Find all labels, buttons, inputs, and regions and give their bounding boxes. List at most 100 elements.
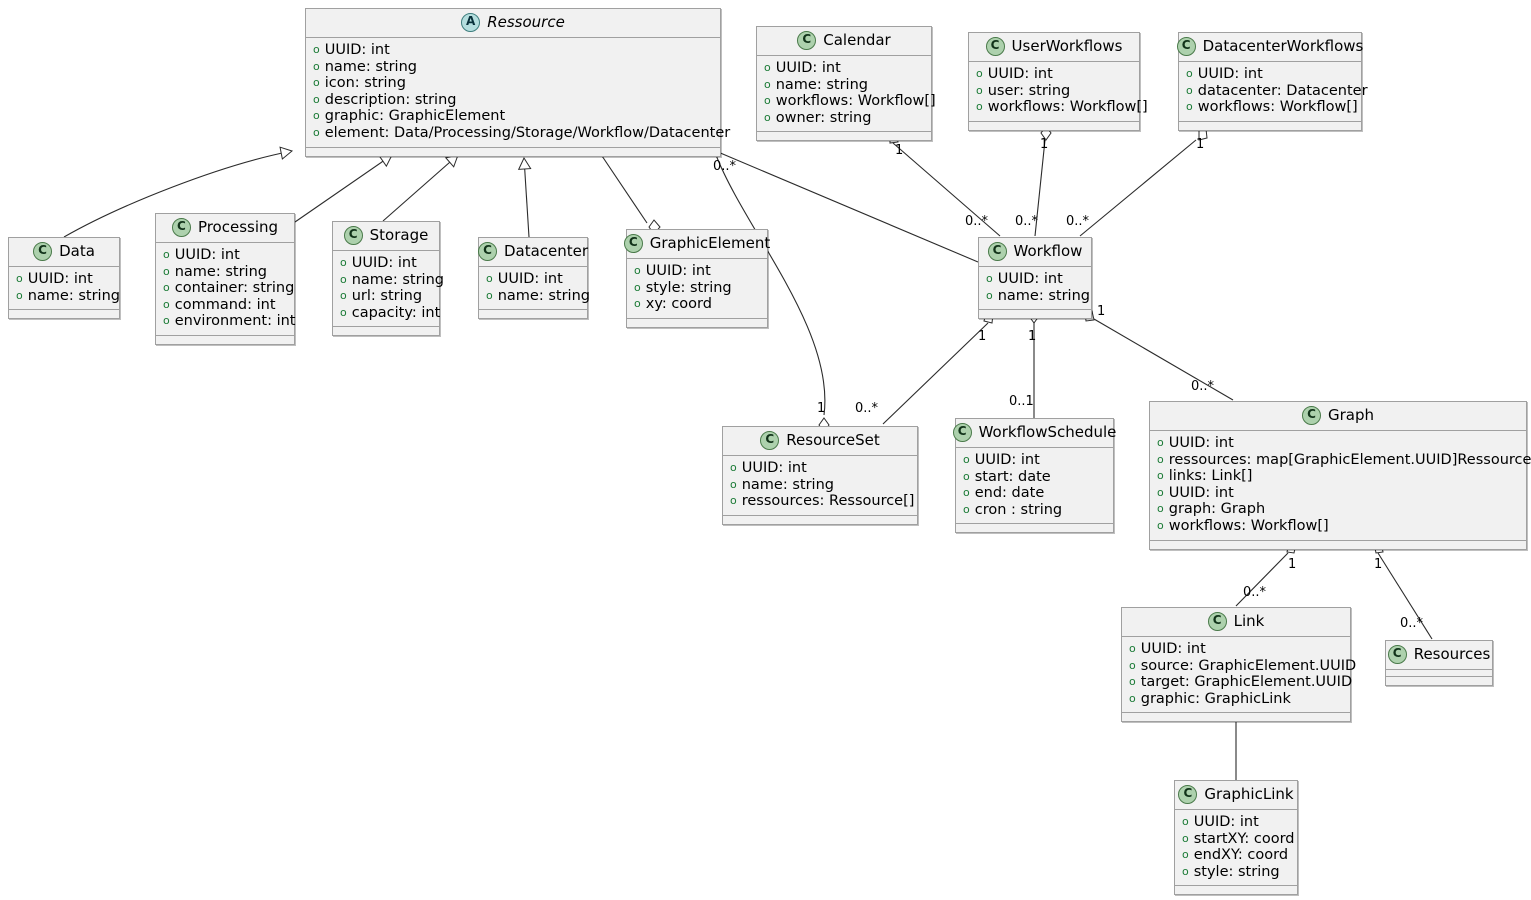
attribute-label: workflows: Workflow[] [1197,99,1358,116]
visibility-public-icon: o [1129,691,1136,705]
attribute-row: o workflows: Workflow[] [1186,99,1358,116]
multiplicity-label-m-dcwf-1: 1 [1196,137,1205,152]
abstract-class-icon: A [461,13,481,32]
visibility-public-icon: o [1182,815,1189,828]
attribute-label: name: string [497,287,590,304]
attribute-label: graphic: GraphicElement [324,108,506,125]
class-name-calendar: Calendar [823,31,891,49]
attribute-label: name: string [351,271,444,288]
class-icon: C [477,242,497,261]
multiplicity-label-m-calendar-1: 1 [895,143,904,158]
multiplicity-label-m-resourceset-assoc: 0..* [855,401,879,416]
class-name-workflowschedule: WorkflowSchedule [978,423,1117,441]
visibility-public-icon: o [730,494,737,508]
attribute-label: UUID: int [1168,435,1234,451]
attribute-label: UUID: int [997,271,1063,287]
visibility-public-icon: o [1182,848,1189,862]
attribute-label: owner: string [775,109,872,126]
visibility-public-icon: o [340,305,347,319]
attribute-label: UUID: int [741,460,807,476]
class-icon: C [987,242,1007,261]
attribute-label: user: string [987,82,1071,99]
class-name-data: Data [59,242,95,260]
multiplicity-label-m-graph-res-1: 1 [1374,557,1383,572]
attribute-label: UUID: int [497,271,563,287]
attribute-label: name: string [27,287,120,304]
attribute-label: UUID: int [1193,814,1259,830]
attribute-label: graph: Graph [1168,501,1266,518]
visibility-public-icon: o [1157,518,1164,532]
visibility-public-icon: o [163,264,170,278]
attribute-label: UUID: int [775,60,841,76]
attribute-label: UUID: int [645,263,711,279]
visibility-public-icon: o [1157,452,1164,466]
multiplicity-label-m-wf-graph-1: 1 [1097,304,1106,319]
class-icon: C [1178,785,1198,804]
visibility-public-icon: o [1186,100,1193,114]
method-compartment-workflow [979,310,1091,319]
attribute-label: workflows: Workflow[] [987,99,1148,116]
attribute-label: ressources: map[GraphicElement.UUID]Ress… [1168,451,1531,468]
attribute-label: element: Data/Processing/Storage/Workflo… [324,124,731,141]
visibility-public-icon: o [163,248,170,261]
visibility-public-icon: o [16,288,23,302]
multiplicity-label-m-dcwf-wf: 0..* [1066,214,1090,229]
class-icon: C [343,226,363,245]
visibility-public-icon: o [163,314,170,328]
edge-workflow-resourceset [882,322,989,425]
visibility-public-icon: o [986,288,993,302]
visibility-public-icon: o [634,297,641,311]
multiplicity-label-m-resourceset-diamond: 1 [817,401,826,416]
multiplicity-label-m-graph-link-1: 1 [1288,557,1297,572]
visibility-public-icon: o [1157,469,1164,483]
attribute-label: name: string [324,58,417,75]
